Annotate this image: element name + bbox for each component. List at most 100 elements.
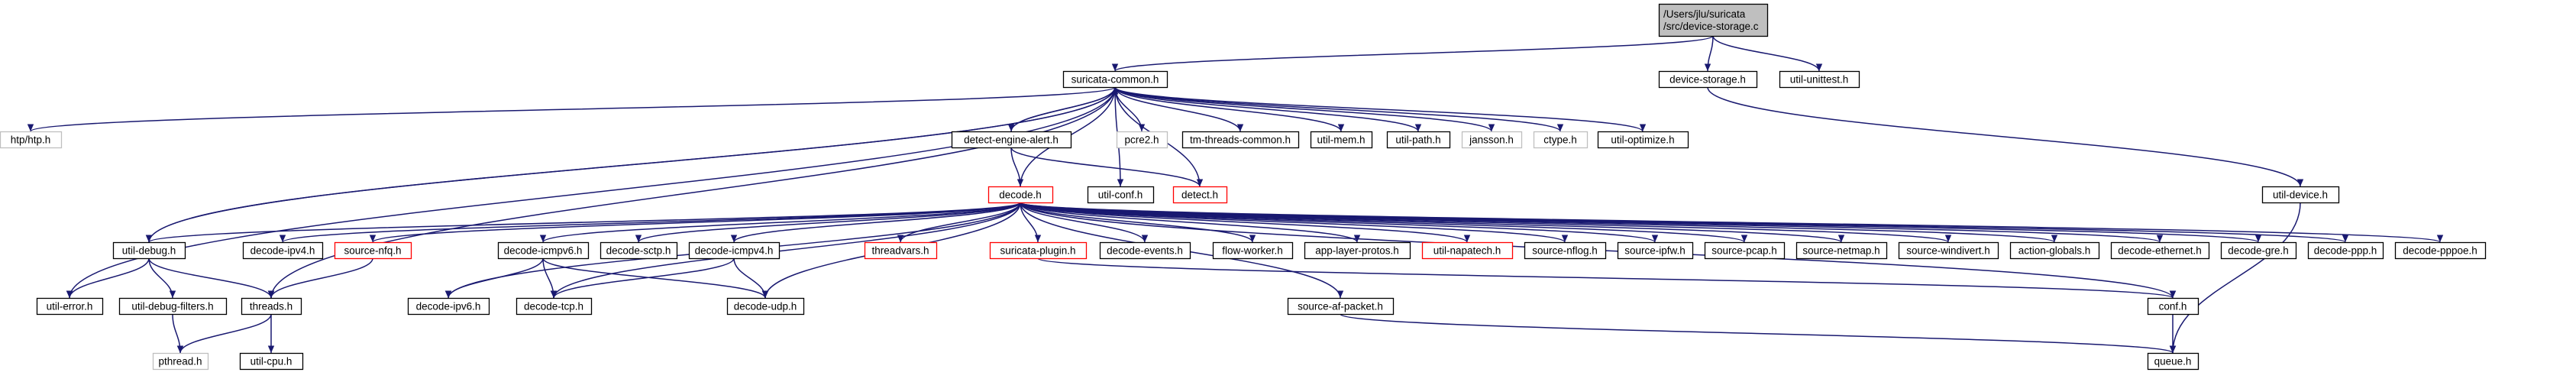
dependency-edge: [1114, 86, 1422, 132]
node-label: /Users/jlu/suricata: [1663, 8, 1746, 20]
file-node-detect[interactable]: detect.h: [1172, 186, 1228, 204]
node-box: [1898, 241, 1999, 260]
file-node-action-globals[interactable]: action-globals.h: [2009, 241, 2100, 260]
file-node-queue[interactable]: queue.h: [2147, 352, 2199, 371]
file-node-source-af-packet[interactable]: source-af-packet.h: [1287, 297, 1395, 316]
file-node-util-cpu[interactable]: util-cpu.h: [239, 352, 304, 371]
node-label: source-ipfw.h: [1624, 245, 1686, 257]
file-node-decode-sctp[interactable]: decode-sctp.h: [600, 241, 678, 260]
file-node-decode-ppp[interactable]: decode-ppp.h: [2307, 241, 2384, 260]
file-node-source-pcap[interactable]: source-pcap.h: [1704, 241, 1786, 260]
node-box: [2147, 352, 2199, 371]
node-box: [1212, 241, 1294, 260]
file-node-decode-ethernet[interactable]: decode-ethernet.h: [2110, 241, 2210, 260]
dependency-edge: [66, 257, 150, 299]
dependency-edge: [172, 313, 184, 354]
file-node-util-conf[interactable]: util-conf.h: [1087, 186, 1155, 204]
dependency-edge: [1010, 147, 1204, 187]
dependency-edge: [27, 86, 1116, 132]
node-box: [0, 131, 63, 149]
file-node-source-netmap[interactable]: source-netmap.h: [1795, 241, 1888, 260]
node-box: [989, 241, 1088, 260]
dependency-edge: [1020, 202, 2443, 243]
file-node-util-debug[interactable]: util-debug.h: [112, 241, 186, 260]
file-node-decode-ipv4[interactable]: decode-ipv4.h: [242, 241, 324, 260]
node-box: [1524, 241, 1607, 260]
file-node-decode-icmpv6[interactable]: decode-icmpv6.h: [497, 241, 590, 260]
node-label: suricata-plugin.h: [1000, 245, 1075, 257]
node-label: ctype.h: [1543, 134, 1577, 146]
file-node-suricata-plugin[interactable]: suricata-plugin.h: [989, 241, 1088, 260]
node-label: decode-udp.h: [734, 301, 797, 312]
file-node-util-unittest[interactable]: util-unittest.h: [1779, 70, 1860, 89]
node-label: decode-gre.h: [2228, 245, 2289, 257]
node-label: decode-icmpv6.h: [504, 245, 583, 257]
dependency-edge: [635, 202, 1021, 243]
node-label: detect.h: [1181, 189, 1218, 201]
dependency-edge: [280, 202, 1021, 243]
node-label: htp/htp.h: [11, 134, 51, 146]
node-label: util-conf.h: [1098, 189, 1143, 201]
file-node-util-error[interactable]: util-error.h: [36, 297, 104, 316]
dependency-edge: [1707, 86, 2304, 187]
node-label: threads.h: [250, 301, 293, 312]
file-node-detect-engine-alert[interactable]: detect-engine-alert.h: [951, 131, 1072, 149]
file-node-util-device[interactable]: util-device.h: [2261, 186, 2340, 204]
file-node-threads[interactable]: threads.h: [241, 297, 302, 316]
file-node-app-layer-protos[interactable]: app-layer-protos.h: [1304, 241, 1411, 260]
file-node-suricata-common[interactable]: suricata-common.h: [1062, 70, 1168, 89]
file-node-source-nflog[interactable]: source-nflog.h: [1524, 241, 1607, 260]
file-node-decode-ipv6[interactable]: decode-ipv6.h: [407, 297, 490, 316]
dependency-edge: [540, 202, 1021, 243]
file-node-decode-udp[interactable]: decode-udp.h: [726, 297, 805, 316]
dependency-edge: [146, 202, 1021, 243]
node-box: [1597, 131, 1689, 149]
file-node-conf[interactable]: conf.h: [2147, 297, 2199, 316]
file-node-tm-threads-common[interactable]: tm-threads-common.h: [1181, 131, 1300, 149]
dependency-edge: [267, 257, 373, 299]
node-label: decode-ethernet.h: [2118, 245, 2202, 257]
dependency-edge: [1712, 35, 1823, 72]
node-label: util-optimize.h: [1611, 134, 1674, 146]
node-box: [2220, 241, 2297, 260]
node-label: pthread.h: [158, 356, 202, 367]
node-box: [407, 297, 490, 316]
dependency-edge: [1010, 86, 1119, 132]
file-node-source-ipfw[interactable]: source-ipfw.h: [1617, 241, 1694, 260]
file-node-decode-icmpv4[interactable]: decode-icmpv4.h: [688, 241, 781, 260]
file-node-decode-pppoe[interactable]: decode-pppoe.h: [2394, 241, 2487, 260]
node-label: decode-icmpv4.h: [695, 245, 774, 257]
node-label: conf.h: [2159, 301, 2187, 312]
dependency-edge: [1114, 86, 1244, 132]
node-box: [2261, 186, 2340, 204]
file-node-source-windivert[interactable]: source-windivert.h: [1898, 241, 1999, 260]
node-label: util-debug.h: [122, 245, 176, 257]
node-label: util-path.h: [1395, 134, 1440, 146]
node-box: [497, 241, 590, 260]
file-node-device-storage[interactable]: device-storage.h: [1658, 70, 1758, 89]
dependency-edge: [1020, 202, 2348, 243]
node-label: threadvars.h: [871, 245, 929, 257]
file-node-decode-events[interactable]: decode-events.h: [1099, 241, 1191, 260]
file-node-source-nfq[interactable]: source-nfq.h: [334, 241, 412, 260]
node-box: [864, 241, 938, 260]
file-node-decode[interactable]: decode.h: [987, 186, 1054, 204]
file-node-util-optimize[interactable]: util-optimize.h: [1597, 131, 1689, 149]
file-node-decode-tcp[interactable]: decode-tcp.h: [516, 297, 593, 316]
file-node-util-debug-filters[interactable]: util-debug-filters.h: [118, 297, 228, 316]
file-node-util-path[interactable]: util-path.h: [1386, 131, 1451, 149]
node-box: [2394, 241, 2487, 260]
node-label: jansson.h: [1469, 134, 1514, 146]
node-label: source-af-packet.h: [1298, 301, 1383, 312]
file-node-util-mem[interactable]: util-mem.h: [1310, 131, 1373, 149]
file-node-util-napatech[interactable]: util-napatech.h: [1421, 241, 1514, 260]
file-node-decode-gre[interactable]: decode-gre.h: [2220, 241, 2297, 260]
node-box: [1461, 131, 1523, 149]
file-node-threadvars[interactable]: threadvars.h: [864, 241, 938, 260]
node-label: source-nflog.h: [1532, 245, 1598, 257]
node-label: decode-ipv4.h: [250, 245, 315, 257]
file-node-flow-worker[interactable]: flow-worker.h: [1212, 241, 1294, 260]
dependency-edge: [1114, 86, 1563, 132]
node-box: [2009, 241, 2100, 260]
node-box: [1421, 241, 1514, 260]
